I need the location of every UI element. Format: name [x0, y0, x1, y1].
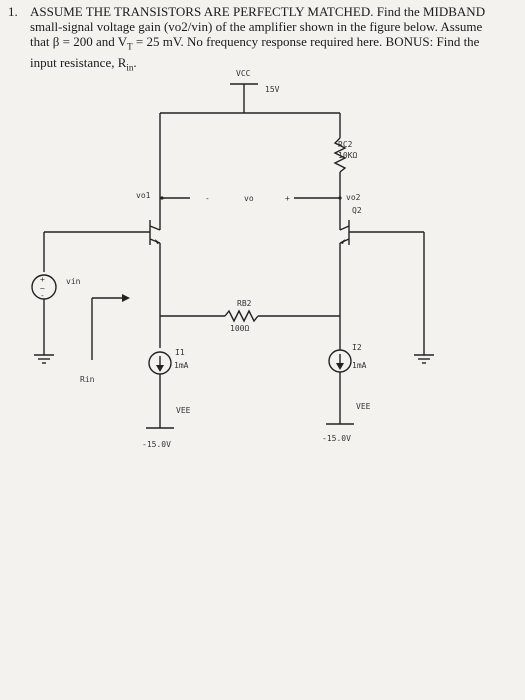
vo-plus-sign: +: [285, 194, 290, 203]
right-ground-symbol: [414, 354, 434, 364]
vo-label: vo: [244, 194, 254, 203]
vo-minus-sign: -: [205, 194, 210, 203]
vo1-label: vo1: [136, 191, 151, 200]
question-number: 1.: [8, 4, 18, 19]
i1-name: I1: [175, 348, 185, 357]
vin-source: + ~ -: [31, 274, 57, 300]
question-line-1: ASSUME THE TRANSISTORS ARE PERFECTLY MAT…: [30, 4, 486, 19]
i2-value: 1mA: [352, 361, 367, 370]
vee-right-label: VEE: [356, 402, 371, 411]
source-tilde: ~: [40, 284, 45, 293]
question-line-3: that β = 200 and VT = 25 mV. No frequenc…: [30, 34, 480, 52]
rb2-name: RB2: [237, 299, 252, 308]
rc2-value: 10KΩ: [338, 151, 357, 160]
problem-statement: 1. ASSUME THE TRANSISTORS ARE PERFECTLY …: [8, 4, 513, 75]
rc2-name: RC2: [338, 140, 353, 149]
i1-value: 1mA: [174, 361, 189, 370]
q2-transistor: [339, 220, 350, 245]
rin-label: Rin: [80, 375, 95, 384]
rin-arrow: [91, 294, 130, 360]
rin-subscript: in: [126, 62, 134, 73]
i2-current-source: [328, 349, 352, 373]
vo2-label: vo2: [346, 193, 361, 202]
q1-transistor: [149, 220, 161, 245]
vee-left-value: -15.0V: [142, 440, 171, 449]
i2-name: I2: [352, 343, 362, 352]
vt-subscript: T: [127, 41, 133, 52]
vcc-label: VCC: [236, 69, 251, 78]
q2-label: Q2: [352, 206, 362, 215]
left-ground-symbol: [34, 354, 54, 364]
question-line-4: input resistance, Rin.: [30, 54, 137, 73]
vee-right-value: -15.0V: [322, 434, 351, 443]
question-line-2: small-signal voltage gain (vo2/vin) of t…: [30, 19, 483, 34]
vin-label: vin: [66, 277, 81, 286]
question-text: ASSUME THE TRANSISTORS ARE PERFECTLY MAT…: [30, 4, 513, 75]
source-plus: +: [40, 275, 45, 284]
vcc-supply: VCC 15V: [230, 69, 280, 113]
vo2-node: [338, 196, 342, 200]
rb2-resistor: [224, 309, 259, 323]
vee-left-label: VEE: [176, 406, 191, 415]
rc2-resistor: [333, 137, 347, 173]
rb2-value: 100Ω: [230, 324, 249, 333]
source-minus: -: [40, 291, 45, 300]
vcc-value: 15V: [265, 85, 280, 94]
i1-current-source: [148, 351, 172, 375]
